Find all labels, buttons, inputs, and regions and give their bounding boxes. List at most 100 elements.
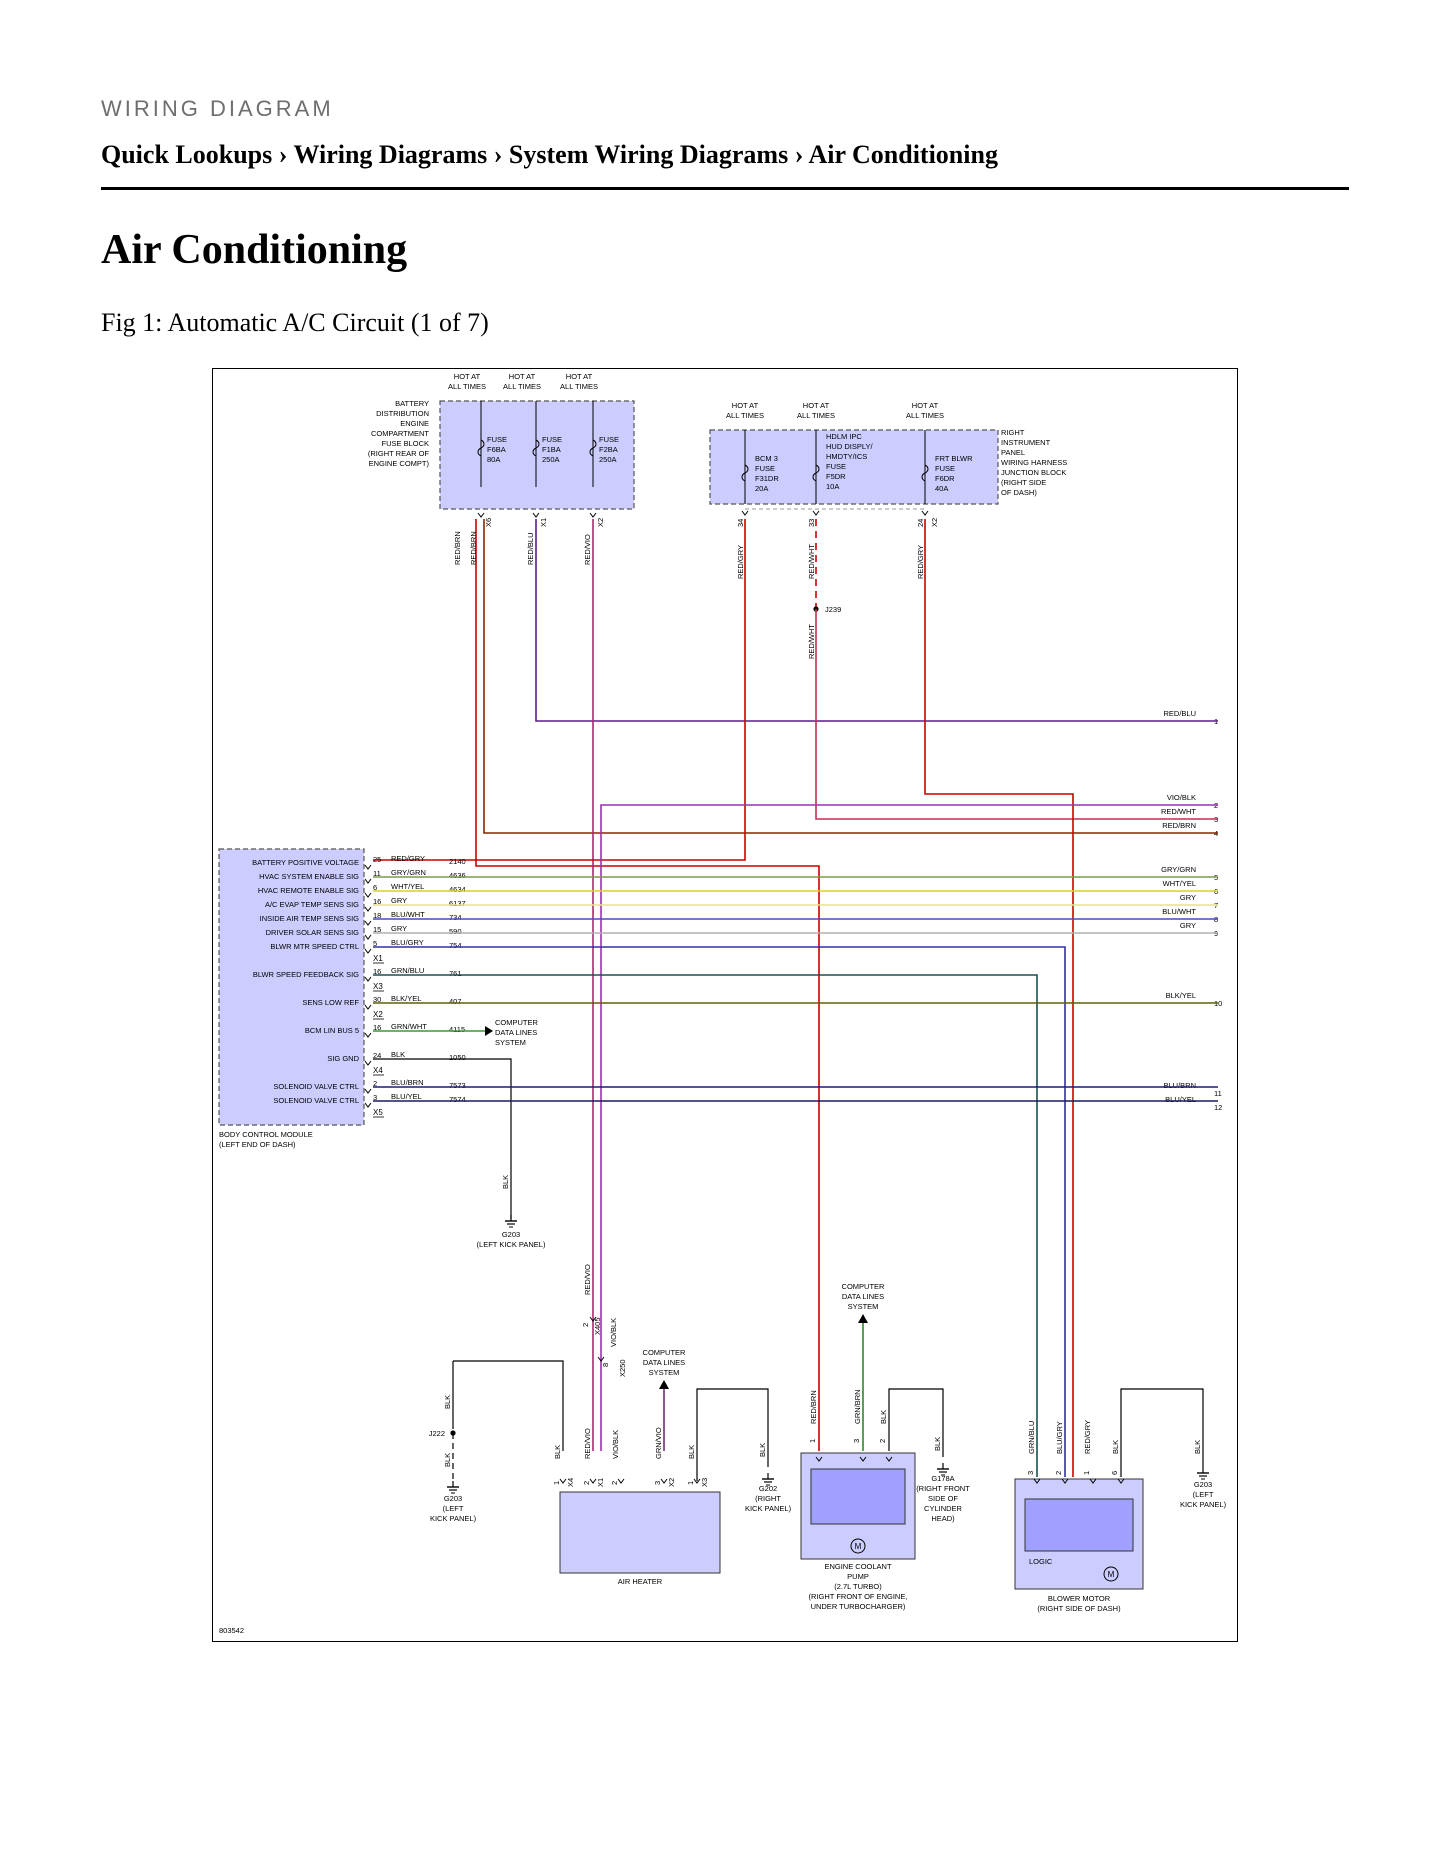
pin-label: 3 xyxy=(852,1439,861,1443)
breadcrumb-wiring-diagrams[interactable]: Wiring Diagrams xyxy=(293,140,488,169)
ground-g203-right-label: KICK PANEL) xyxy=(1180,1500,1227,1509)
breadcrumb-system-wiring-diagrams[interactable]: System Wiring Diagrams xyxy=(508,140,789,169)
hot-at-all-times-label: HOT AT xyxy=(803,401,830,410)
wire-color-label: VIO/BLK xyxy=(611,1430,620,1459)
wire-color-label: RED/BLU xyxy=(526,532,535,565)
bcm-pin-connector xyxy=(364,1102,372,1108)
computer-data-lines-label: DATA LINES xyxy=(495,1028,537,1037)
wire-color-label: BLU/GRY xyxy=(1055,1421,1064,1454)
body-control-module xyxy=(218,848,365,1126)
offpage-reference-number: 12 xyxy=(1214,1103,1222,1112)
figure-number: 803542 xyxy=(219,1626,244,1635)
fuse-label: F31DR xyxy=(755,474,779,483)
breadcrumb-separator: › xyxy=(794,140,804,169)
offpage-wire-label: BLU/YEL xyxy=(1165,1095,1196,1104)
pin-label: 2 xyxy=(878,1439,887,1443)
bcm-circuit-number: 2140 xyxy=(449,857,466,866)
wire-color-label: RED/VIO xyxy=(583,534,592,565)
bcm-signal-label: BLWR MTR SPEED CTRL xyxy=(270,942,359,951)
bcm-signal-label: SIG GND xyxy=(327,1054,359,1063)
battery-fuse-block-label: FUSE BLOCK xyxy=(381,439,429,448)
bcm-circuit-number: 4636 xyxy=(449,871,466,880)
bcm-wire-color: WHT/YEL xyxy=(391,882,424,891)
bcm-pin-connector xyxy=(364,864,372,870)
bcm-wire-color: BLU/BRN xyxy=(391,1078,424,1087)
wire-red-gry xyxy=(373,519,746,861)
blower-motor-label: BLOWER MOTOR xyxy=(1048,1594,1111,1603)
wire-blk xyxy=(373,1058,512,1219)
bcm-wire-color: GRY xyxy=(391,896,407,905)
wire-red-blu xyxy=(535,519,1218,722)
breadcrumb-quick-lookups[interactable]: Quick Lookups xyxy=(101,140,273,169)
wiring-diagram-canvas: BATTERYDISTRIBUTIONENGINECOMPARTMENTFUSE… xyxy=(218,372,1227,1635)
wire-color-label: BLK xyxy=(687,1445,696,1459)
hot-at-all-times-label: ALL TIMES xyxy=(726,411,764,420)
fuse-label: F2BA xyxy=(599,445,618,454)
engine-coolant-pump-label: PUMP xyxy=(847,1572,869,1581)
fuse-label: FUSE xyxy=(599,435,619,444)
hot-at-all-times-label: ALL TIMES xyxy=(906,411,944,420)
air-heater-module xyxy=(559,1491,721,1574)
ground-g203-label: G203 xyxy=(502,1230,520,1239)
pin-label: 3 xyxy=(653,1481,662,1485)
breadcrumb-separator: › xyxy=(278,140,288,169)
motor-symbol-label: M xyxy=(855,1542,862,1551)
blower-pin xyxy=(1117,1478,1125,1484)
bcm-pin-connector xyxy=(364,892,372,898)
offpage-wire-label: BLU/BRN xyxy=(1163,1081,1196,1090)
computer-data-lines-label: SYSTEM xyxy=(848,1302,879,1311)
wire-color-label: RED/BRN xyxy=(469,531,478,565)
connector-symbol xyxy=(589,512,597,518)
fuse-icon xyxy=(921,464,929,482)
fuse-label: FUSE xyxy=(826,462,846,471)
hot-at-all-times-label: ALL TIMES xyxy=(797,411,835,420)
bcm-circuit-number: 7574 xyxy=(449,1095,466,1104)
computer-data-lines-label: COMPUTER xyxy=(842,1282,886,1291)
bcm-wire-color: BLU/YEL xyxy=(391,1092,422,1101)
connector-symbol xyxy=(741,510,749,516)
ground-g203-right-label: (LEFT xyxy=(1193,1490,1214,1499)
bcm-pin-connector xyxy=(364,1004,372,1010)
wire-color-label: GRN/BLU xyxy=(1027,1421,1036,1454)
wire-red-brn xyxy=(483,519,1218,834)
fuse-label: F5DR xyxy=(826,472,846,481)
coolant-pump-logic-box xyxy=(810,1468,906,1525)
bcm-pin-connector xyxy=(364,1088,372,1094)
fuse-icon xyxy=(741,464,749,482)
motor-symbol xyxy=(850,1538,866,1554)
bcm-pin-connector xyxy=(364,1060,372,1066)
bcm-signal-label: BATTERY POSITIVE VOLTAGE xyxy=(252,858,359,867)
bcm-pin-connector xyxy=(364,934,372,940)
fuse-icon xyxy=(812,464,820,482)
bcm-circuit-number: 761 xyxy=(449,969,462,978)
hot-at-all-times-label: ALL TIMES xyxy=(560,382,598,391)
fuse-label: F1BA xyxy=(542,445,561,454)
pin-label: 2 xyxy=(1054,1471,1063,1475)
offpage-wire-label: RED/BRN xyxy=(1162,821,1196,830)
blower-pin xyxy=(1033,1478,1041,1484)
computer-data-lines-label: COMPUTER xyxy=(495,1018,539,1027)
connector-label: X2 xyxy=(930,518,939,527)
wire-color-label: RED/VIO xyxy=(583,1264,592,1295)
bcm-pin-number: 15 xyxy=(373,925,381,934)
ground-g203-right-label: G203 xyxy=(1194,1480,1212,1489)
junction-block-label: PANEL xyxy=(1001,448,1025,457)
bcm-signal-label: SOLENOID VALVE CTRL xyxy=(273,1082,359,1091)
wire-color-label: RED/BRN xyxy=(453,531,462,565)
bcm-wire-color: BLU/WHT xyxy=(391,910,425,919)
ground-g178a-label: G178A xyxy=(931,1474,954,1483)
coolant-pump-pin xyxy=(859,1456,867,1462)
pin-label: 34 xyxy=(736,519,745,527)
wire-color-label: RED/VIO xyxy=(583,1428,592,1459)
air-heater-label: AIR HEATER xyxy=(618,1577,663,1586)
fuse-icon xyxy=(477,439,485,457)
hot-at-all-times-label: HOT AT xyxy=(454,372,481,381)
bcm-circuit-number: 7573 xyxy=(449,1081,466,1090)
offpage-wire-label: BLU/WHT xyxy=(1162,907,1196,916)
battery-fuse-block xyxy=(439,400,635,510)
fuse-label: F6BA xyxy=(487,445,506,454)
breadcrumb-air-conditioning[interactable]: Air Conditioning xyxy=(808,140,998,169)
connector-symbol xyxy=(532,512,540,518)
bcm-pin-number: 18 xyxy=(373,911,381,920)
ground-g203-label: (LEFT KICK PANEL) xyxy=(477,1240,546,1249)
